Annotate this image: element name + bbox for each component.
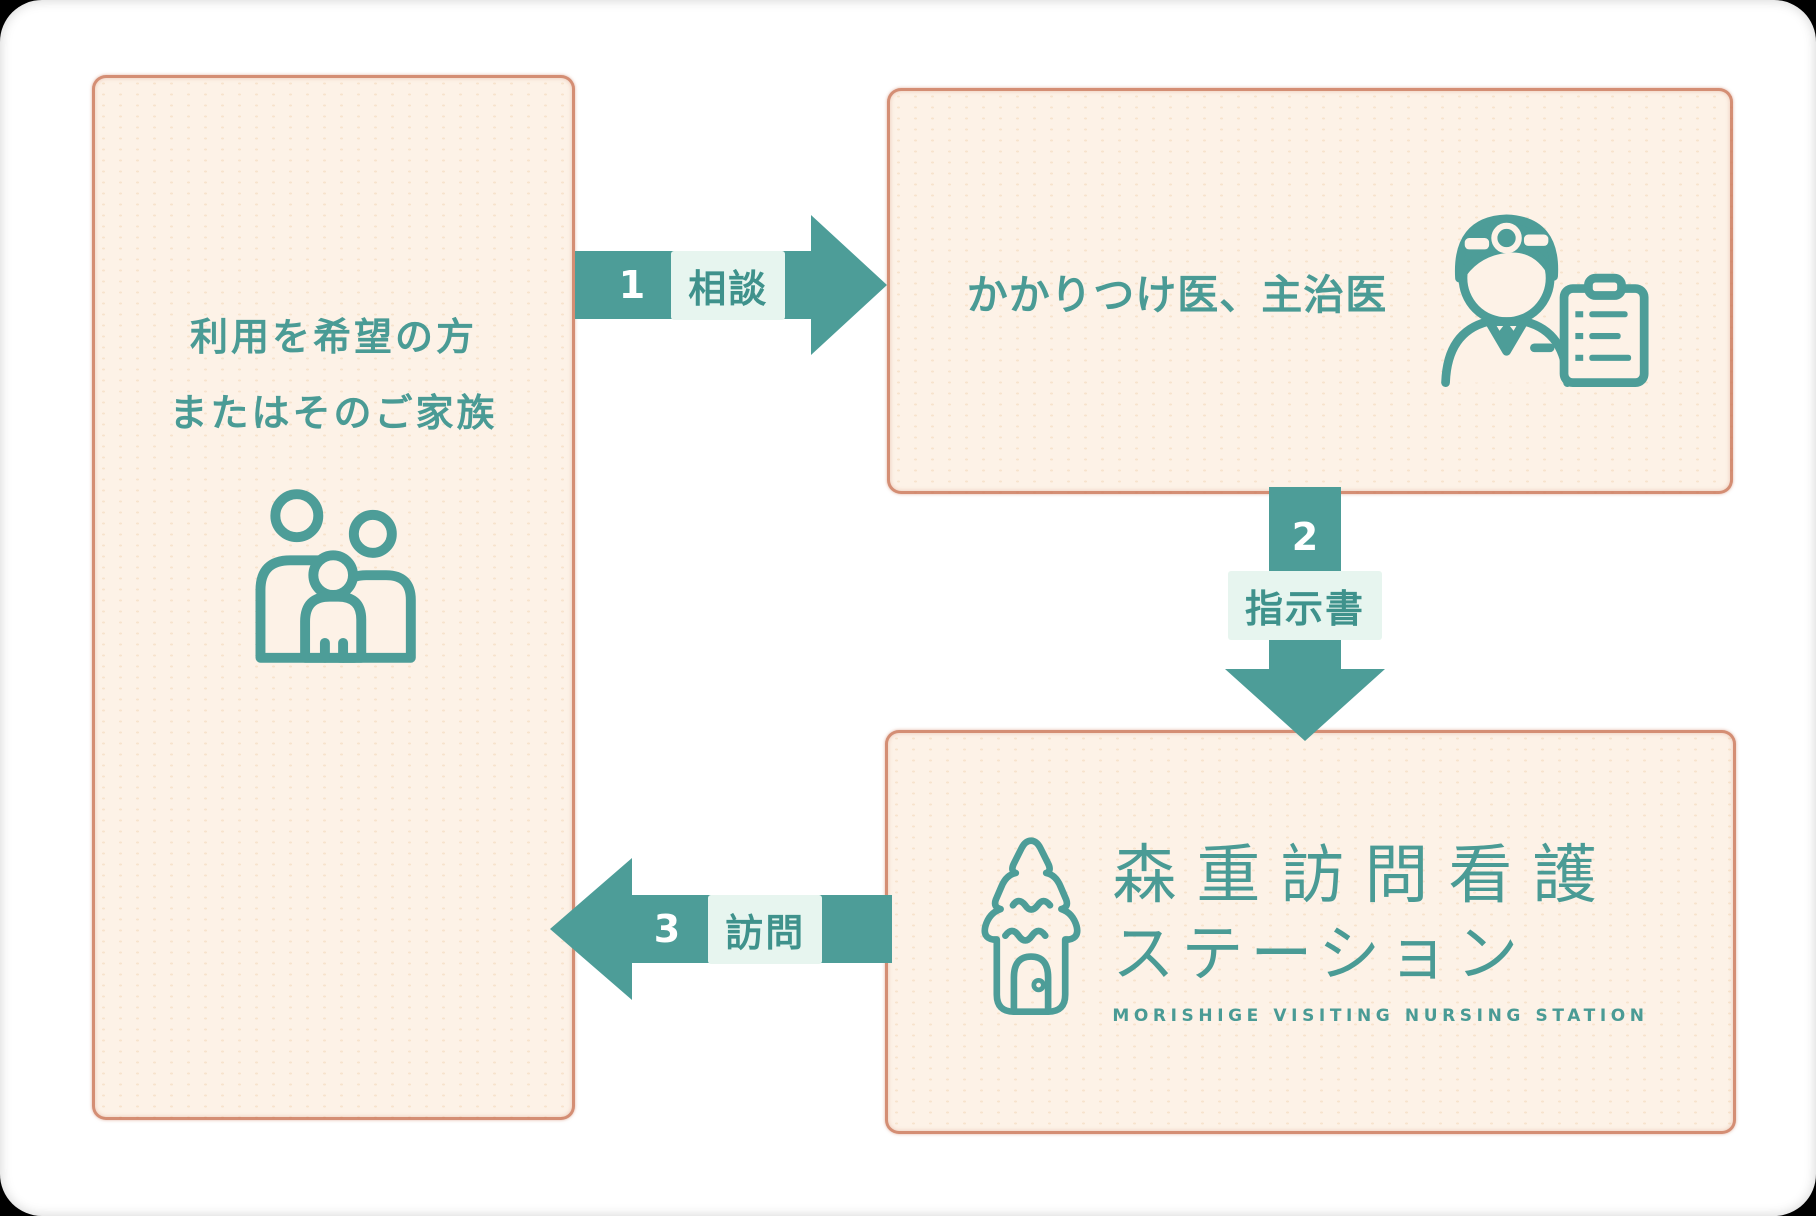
user-box: 利用を希望の方 またはそのご家族: [92, 75, 575, 1120]
arrow-instruction-labels: 2 指示書: [1225, 487, 1385, 741]
step-label-instruction: 指示書: [1227, 571, 1382, 640]
user-box-line2: またはそのご家族: [169, 390, 498, 435]
doctor-box: かかりつけ医、主治医: [887, 88, 1733, 494]
station-logo-text: 森重訪問看護 ステーション MORISHIGE VISITING NURSING…: [1112, 838, 1648, 1026]
doctor-box-label: かかりつけ医、主治医: [966, 271, 1388, 319]
user-box-line1: 利用を希望の方: [189, 314, 477, 359]
tree-house-icon: [972, 835, 1090, 1029]
step-number-2: 2: [1291, 515, 1319, 559]
doctor-clipboard-icon: [1435, 191, 1653, 391]
step-label-visit: 訪問: [708, 894, 823, 964]
user-box-text: 利用を希望の方 またはそのご家族: [169, 299, 497, 451]
step-number-1: 1: [618, 263, 646, 307]
step-label-consult: 相談: [671, 250, 786, 320]
station-box: 森重訪問看護 ステーション MORISHIGE VISITING NURSING…: [885, 730, 1736, 1134]
arrow-consult-labels: 1 相談: [575, 215, 887, 355]
station-logo-line1: 森重訪問看護: [1112, 838, 1617, 913]
family-icon: [239, 488, 429, 667]
station-logo-line2: ステーション: [1112, 916, 1526, 990]
arrow-visit-labels: 3 訪問: [550, 858, 892, 1000]
station-logo-subtitle: MORISHIGE VISITING NURSING STATION: [1112, 1006, 1649, 1027]
step-number-3: 3: [653, 907, 681, 951]
